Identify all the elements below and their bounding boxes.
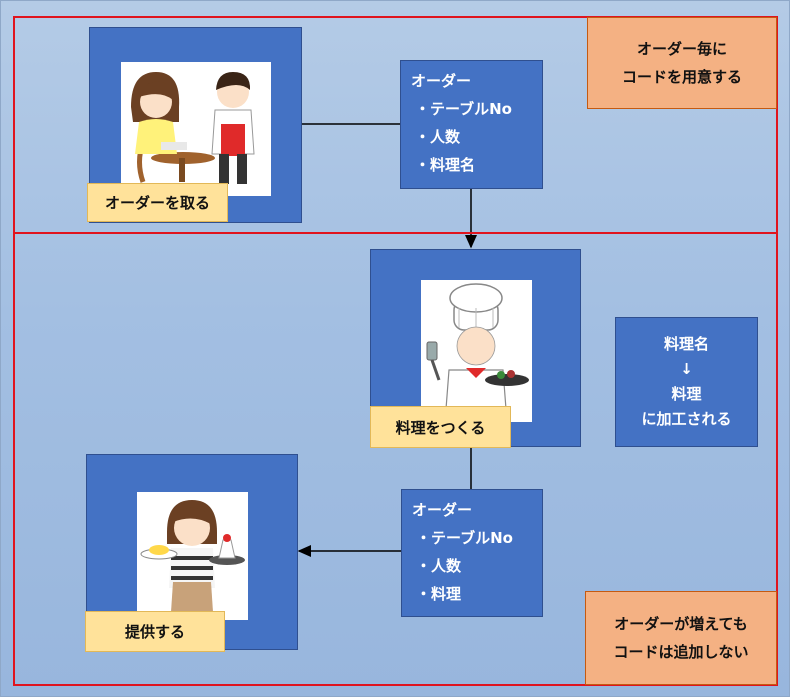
bottom-note-line2: コードは追加しない: [613, 643, 749, 661]
order1-item-people: ・人数: [415, 128, 461, 146]
order2-item-dish: ・料理: [416, 585, 462, 603]
order2-item-table: ・テーブルNo: [416, 529, 513, 547]
step2-label: 料理をつくる: [370, 406, 511, 448]
order-info-1: オーダー ・テーブルNo ・人数 ・料理名: [400, 60, 543, 189]
order1-title: オーダー: [411, 72, 472, 90]
bottom-note: オーダーが増えても コードは追加しない: [585, 591, 777, 685]
transformation-suffix: に加工される: [641, 410, 732, 428]
bottom-section-frame: [13, 232, 778, 686]
top-note-line2: コードを用意する: [621, 68, 742, 86]
top-note-line1: オーダー毎に: [636, 40, 727, 58]
down-arrow-icon: ↓: [680, 360, 693, 378]
bottom-note-line1: オーダーが増えても: [614, 615, 748, 633]
order2-title: オーダー: [412, 501, 473, 519]
order1-item-dish-name: ・料理名: [415, 156, 476, 174]
transformation-from: 料理名: [663, 335, 709, 353]
transformation-note: 料理名 ↓ 料理 に加工される: [615, 317, 758, 447]
chef-illustration: [421, 280, 532, 423]
transformation-to: 料理: [671, 385, 702, 403]
order-taking-illustration: [121, 62, 271, 196]
server-illustration: [137, 492, 248, 620]
order-info-2: オーダー ・テーブルNo ・人数 ・料理: [401, 489, 543, 617]
step3-label: 提供する: [85, 611, 225, 652]
order1-item-table: ・テーブルNo: [415, 100, 512, 118]
step1-label: オーダーを取る: [87, 183, 228, 222]
order2-item-people: ・人数: [416, 557, 462, 575]
top-note: オーダー毎に コードを用意する: [587, 17, 777, 109]
